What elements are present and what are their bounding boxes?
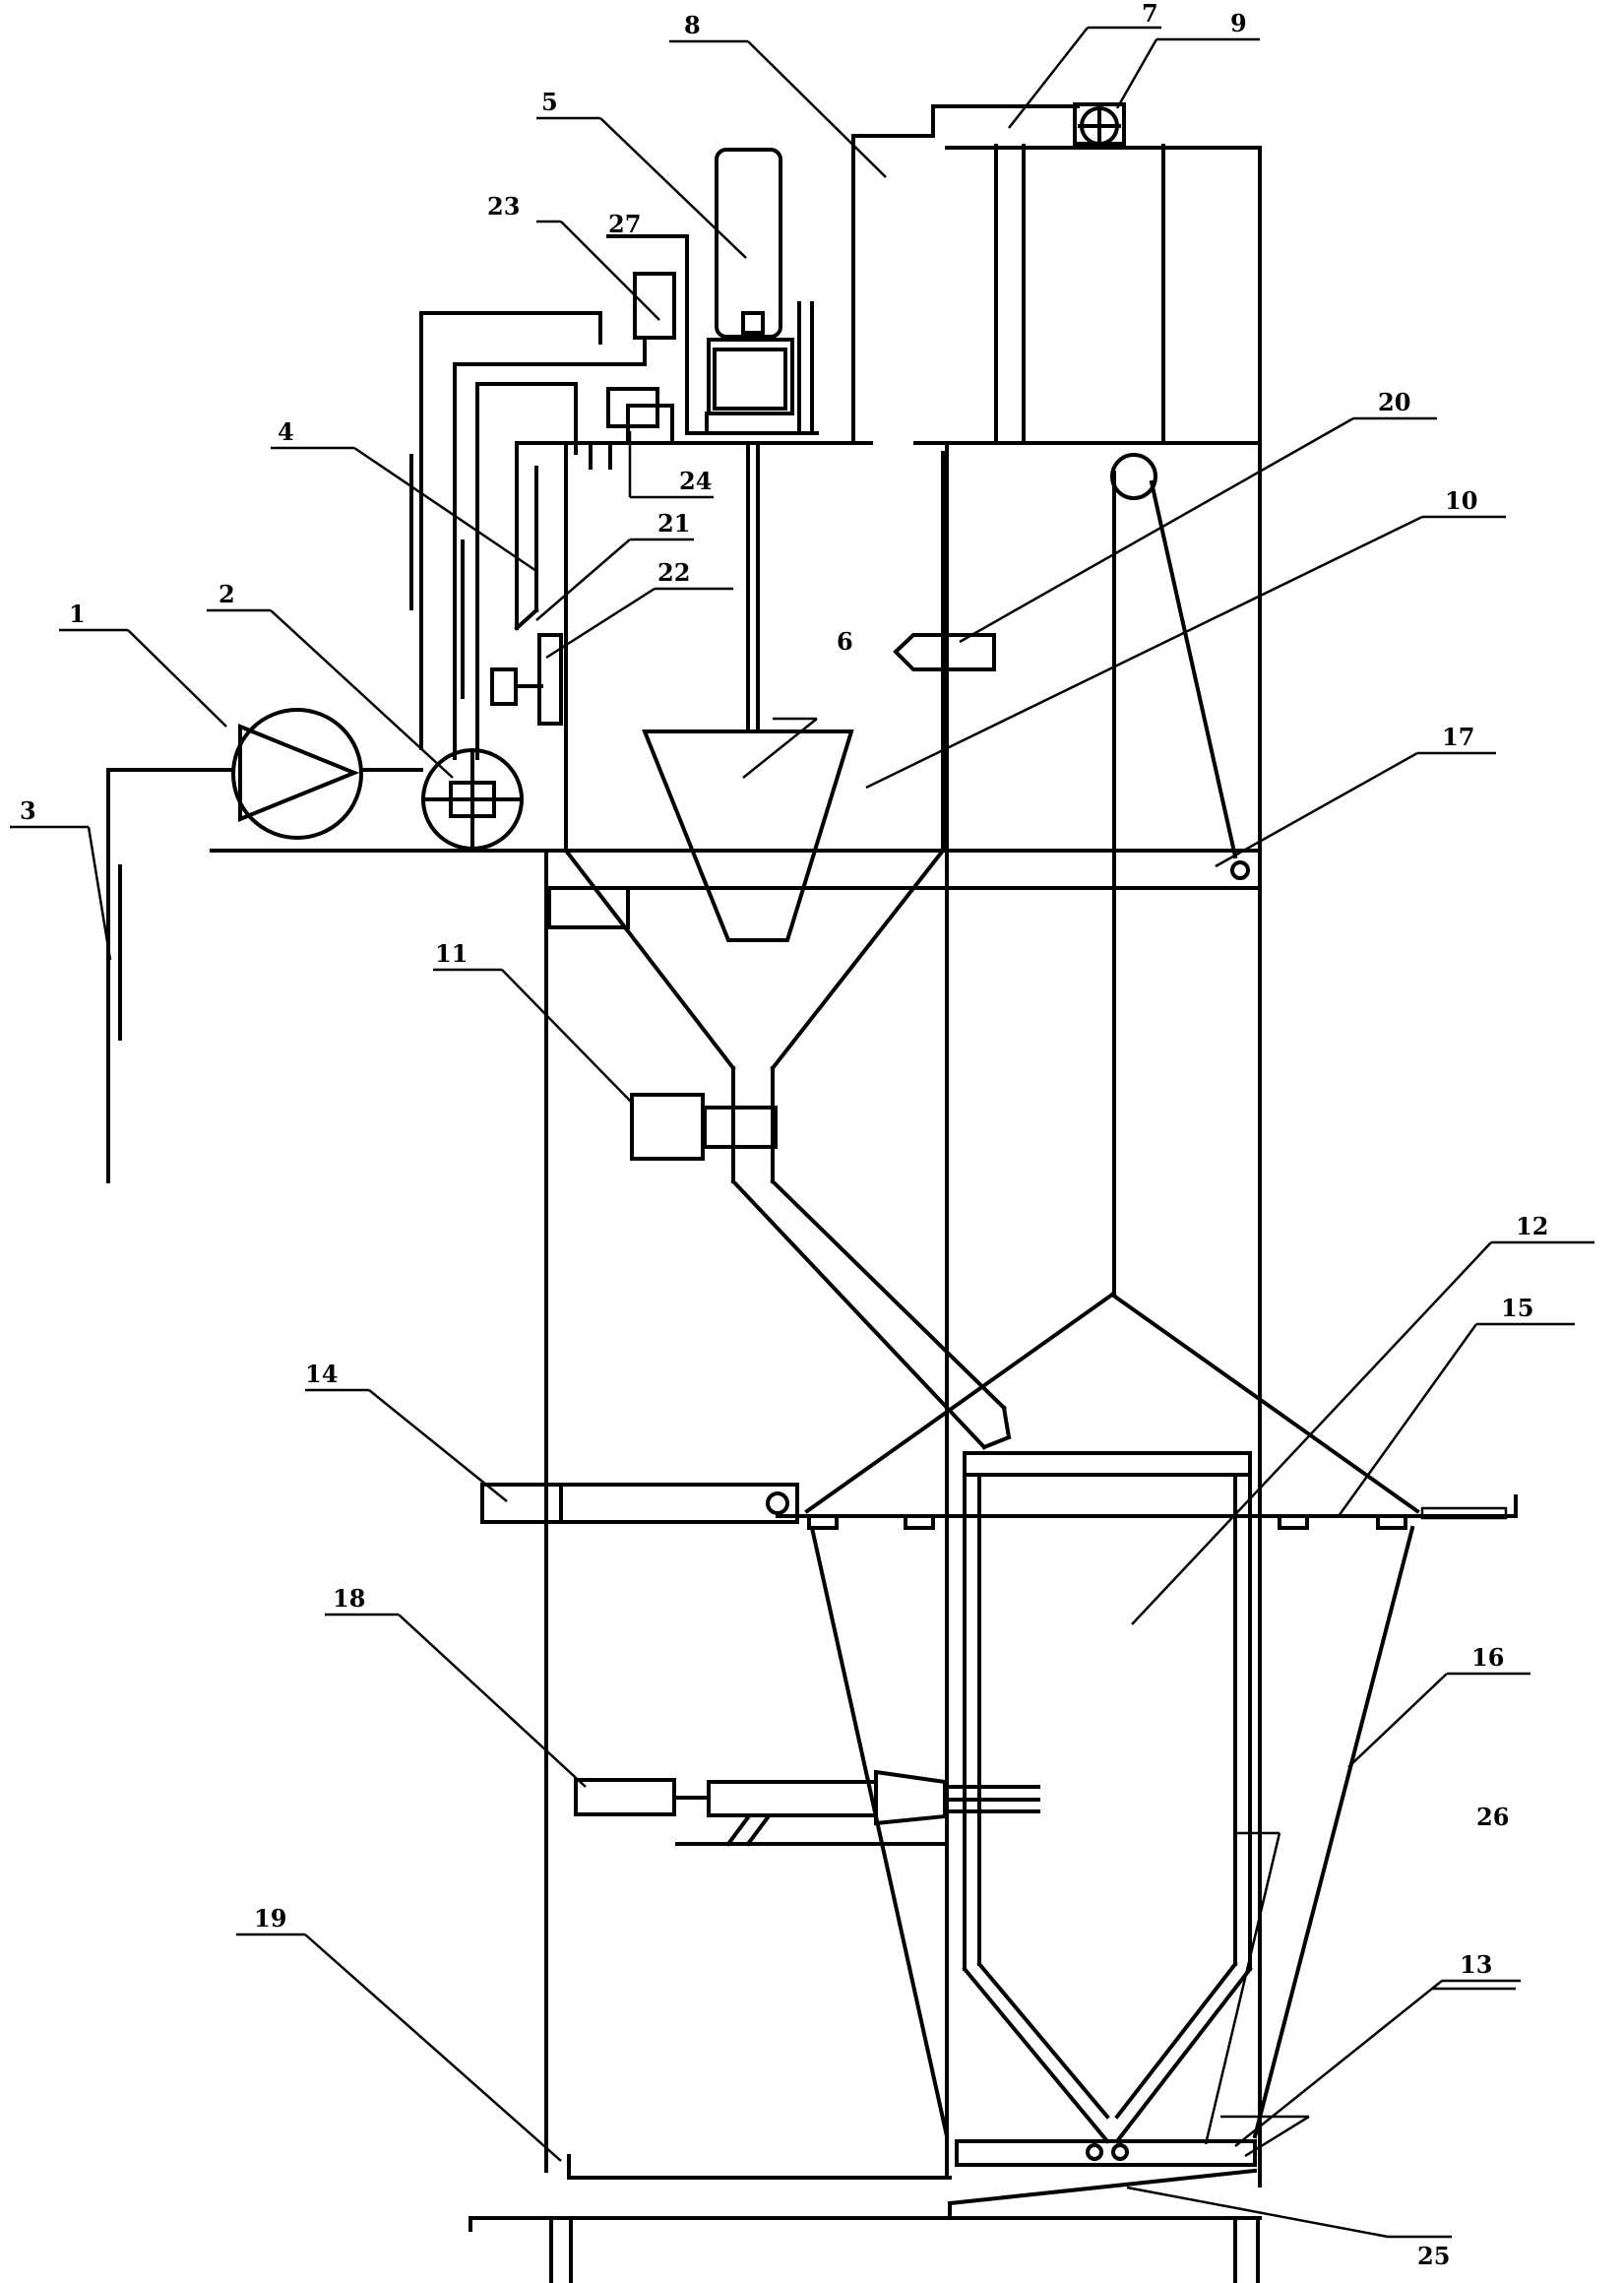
motor-5 <box>687 148 819 435</box>
pulley-9 <box>1073 102 1126 148</box>
device-23 <box>589 234 689 470</box>
label-5: 5 <box>541 88 558 116</box>
part-labels: 1 2 3 4 5 6 7 8 9 10 11 12 13 14 15 16 1… <box>20 0 1548 2270</box>
dosing-tube-4 <box>490 441 563 726</box>
label-27: 27 <box>608 210 641 238</box>
main-frame <box>210 146 1262 2283</box>
label-10: 10 <box>1445 486 1477 515</box>
feed-chute <box>730 1178 1012 1450</box>
label-18: 18 <box>333 1584 365 1613</box>
label-22: 22 <box>657 558 690 587</box>
cone-6 <box>642 441 854 942</box>
box-8 <box>851 104 1165 445</box>
label-13: 13 <box>1460 1950 1492 1979</box>
tray-26 <box>947 2139 1258 2220</box>
label-23: 23 <box>487 192 520 221</box>
label-25: 25 <box>1417 2242 1450 2270</box>
label-8: 8 <box>684 11 701 39</box>
label-1: 1 <box>69 600 86 628</box>
conveyor-14 <box>480 1483 799 1524</box>
label-19: 19 <box>254 1904 286 1933</box>
label-26: 26 <box>1476 1803 1509 1831</box>
filter-hood <box>776 1292 1518 2139</box>
label-12: 12 <box>1516 1212 1548 1240</box>
label-21: 21 <box>657 509 690 538</box>
reactor-tank <box>515 441 946 1183</box>
sensor-20 <box>893 633 996 671</box>
label-4: 4 <box>278 417 294 446</box>
label-11: 11 <box>435 939 468 968</box>
label-6: 6 <box>837 627 853 656</box>
label-20: 20 <box>1378 388 1410 416</box>
cabinet-19 <box>547 886 952 2180</box>
label-15: 15 <box>1501 1294 1533 1322</box>
valve-2 <box>421 748 524 851</box>
lift-rope <box>1110 453 1250 1297</box>
label-9: 9 <box>1230 9 1247 37</box>
leader-lines <box>10 26 1594 2239</box>
label-14: 14 <box>305 1360 338 1388</box>
label-17: 17 <box>1442 723 1474 751</box>
bag-12 <box>962 1451 1253 2144</box>
label-7: 7 <box>1142 0 1158 28</box>
label-2: 2 <box>219 580 235 608</box>
pump-1 <box>106 708 423 1183</box>
valve-11 <box>630 1093 778 1161</box>
label-24: 24 <box>679 467 712 495</box>
pipes <box>409 311 647 760</box>
label-16: 16 <box>1471 1643 1504 1672</box>
device-18 <box>574 1769 1040 1847</box>
label-3: 3 <box>20 796 36 825</box>
